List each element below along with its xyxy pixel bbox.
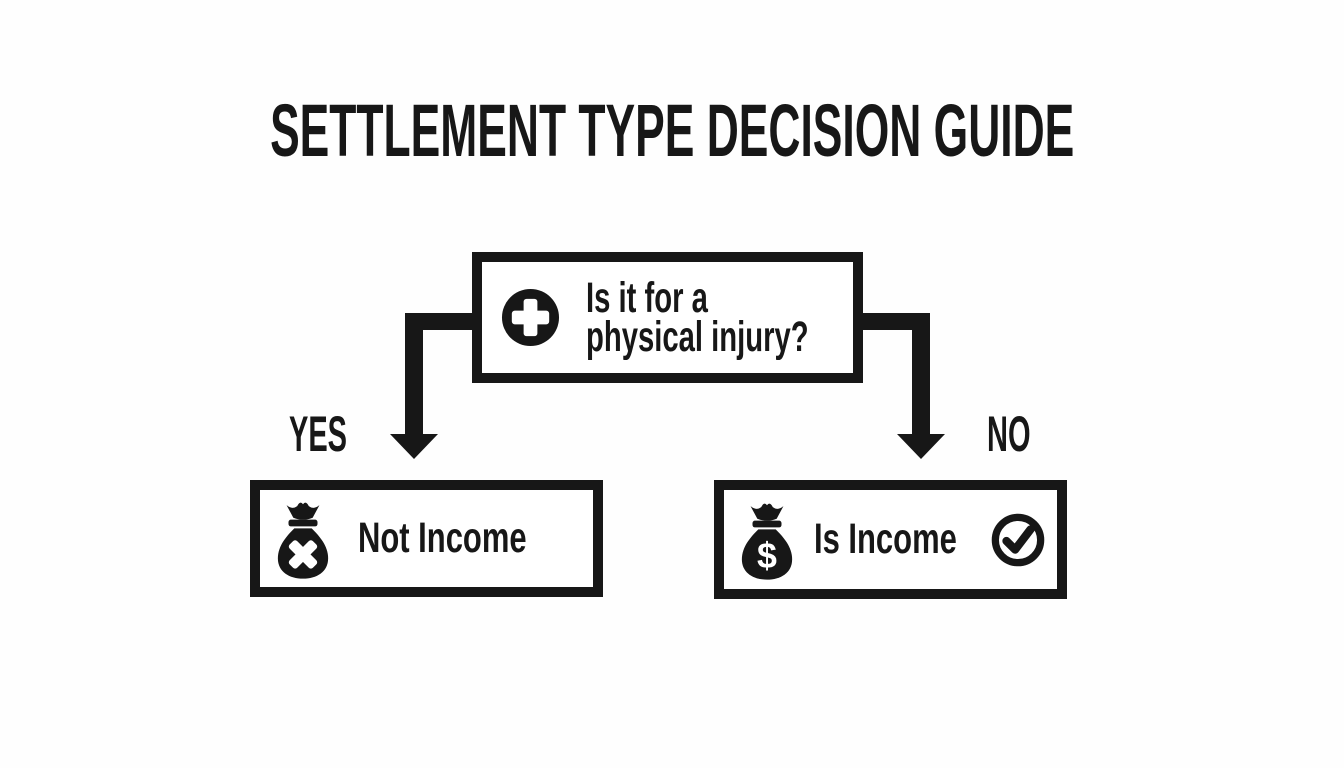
root-question-line2: physical injury? (586, 312, 809, 361)
yes-arrowhead-icon (390, 434, 438, 459)
page-title: SETTLEMENT TYPE DECISION GUIDE (0, 94, 1344, 168)
page-title-text: SETTLEMENT TYPE DECISION GUIDE (269, 89, 1075, 172)
check-circle-icon (991, 513, 1045, 566)
no-connector-vertical (912, 313, 930, 436)
yes-branch-label: YES (289, 406, 348, 462)
money-bag-x-icon (277, 502, 329, 579)
is-income-label: Is Income (814, 515, 957, 563)
root-question-box: Is it for a physical injury? (472, 252, 863, 383)
root-question-text: Is it for a physical injury? (586, 273, 809, 361)
not-income-label-wrap: Not Income (358, 517, 534, 560)
not-income-box: Not Income (250, 480, 603, 597)
not-income-label: Not Income (358, 514, 527, 562)
dollar-symbol: $ (757, 536, 777, 576)
medical-cross-icon (501, 288, 560, 347)
no-branch-label: NO (987, 406, 1031, 462)
is-income-box: $ Is Income (714, 480, 1067, 599)
root-question-line1: Is it for a (586, 273, 708, 322)
yes-connector-vertical (405, 313, 423, 436)
money-bag-dollar-icon: $ (741, 503, 793, 580)
no-arrowhead-icon (897, 434, 945, 459)
is-income-label-wrap: Is Income (814, 518, 964, 561)
